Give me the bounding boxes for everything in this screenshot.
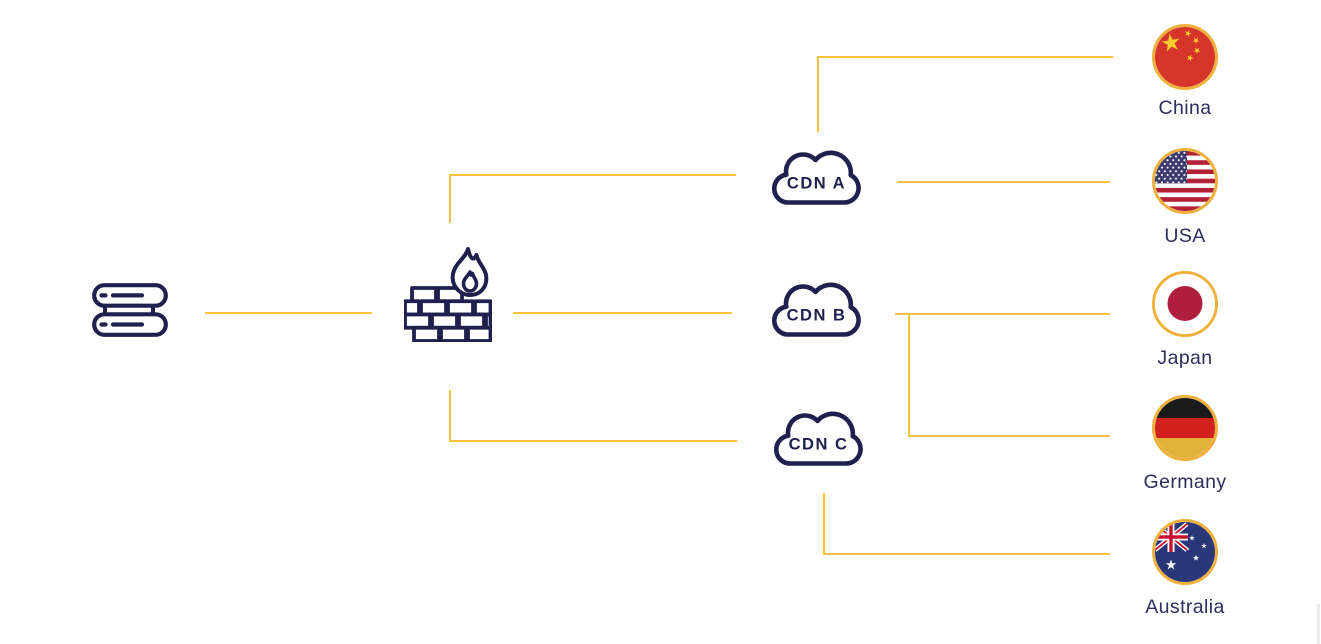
scrollbar-fragment[interactable] — [1317, 604, 1320, 644]
edge-firewall-cdn-c-horizontal — [449, 440, 737, 442]
edge-cdn-a-usa — [897, 181, 1110, 183]
cdn-b-label: CDN B — [787, 307, 847, 325]
cdn-b-node: CDN B — [762, 282, 870, 349]
japan-flag-icon — [1152, 271, 1218, 337]
edge-server-firewall — [205, 312, 372, 314]
country-label-japan: Japan — [1157, 347, 1213, 369]
cloud-icon: CDN B — [771, 282, 861, 337]
edge-cdn-b-germany-horizontal — [908, 435, 1110, 437]
edge-firewall-cdn-a-horizontal — [449, 174, 736, 176]
country-label-china: China — [1158, 97, 1212, 119]
country-label-usa: USA — [1164, 225, 1206, 247]
edge-firewall-cdn-a-vertical — [449, 175, 451, 223]
edge-cdn-b-germany-vertical — [908, 313, 910, 437]
edge-cdn-c-australia-vertical — [823, 493, 825, 555]
country-label-germany: Germany — [1143, 471, 1227, 493]
edge-cdn-a-china-horizontal — [817, 56, 1113, 58]
cloud-icon: CDN A — [771, 150, 861, 205]
firewall-node — [403, 246, 493, 347]
cdn-a-label: CDN A — [787, 175, 846, 193]
origin-server-node — [92, 283, 168, 342]
usa-flag-icon — [1152, 148, 1218, 214]
cdn-c-node: CDN C — [764, 411, 872, 478]
cloud-icon: CDN C — [773, 411, 863, 466]
edge-cdn-c-australia-horizontal — [823, 553, 1110, 555]
union-jack — [1155, 522, 1189, 552]
country-label-australia: Australia — [1145, 596, 1225, 618]
cdn-a-node: CDN A — [762, 150, 870, 217]
edge-cdn-b-japan — [895, 313, 1110, 315]
edge-firewall-cdn-c-vertical — [449, 390, 451, 442]
firewall-icon — [403, 247, 493, 343]
cdn-c-label: CDN C — [789, 436, 849, 454]
china-flag-icon — [1152, 24, 1218, 90]
server-icon — [92, 283, 168, 337]
germany-flag-icon — [1152, 395, 1218, 461]
edge-cdn-a-china-vertical — [817, 57, 819, 132]
australia-flag-icon — [1152, 519, 1218, 585]
edge-firewall-cdn-b — [513, 312, 732, 314]
